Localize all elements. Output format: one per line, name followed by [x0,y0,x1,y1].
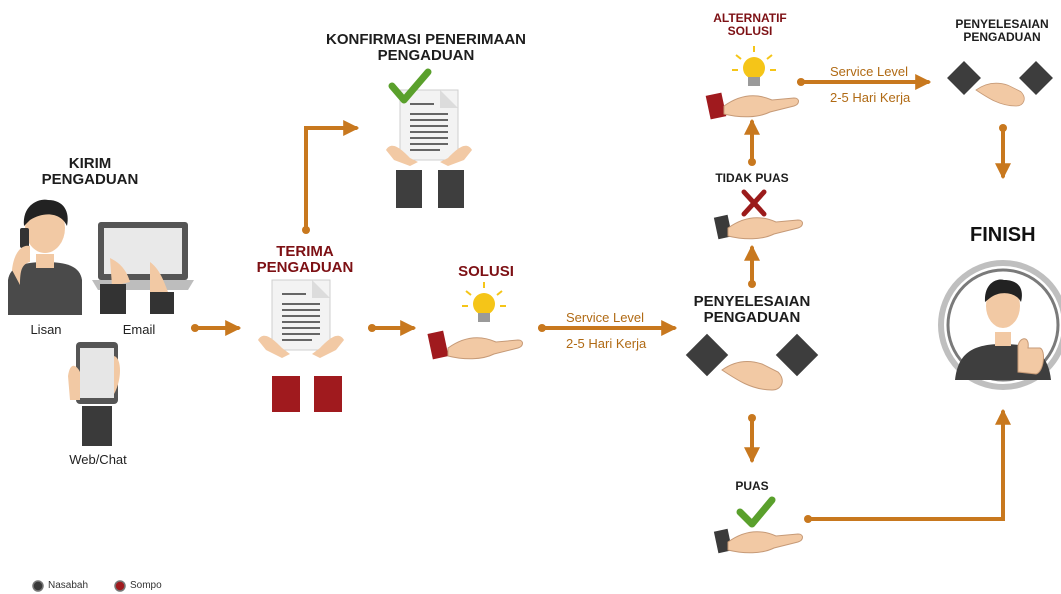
flow-dots [191,78,1007,523]
service-level-label-2: Service Level [830,64,909,79]
channel-lisan: Lisan [30,322,62,337]
label-alternatif-solusi: ALTERNATIF SOLUSI [713,11,787,38]
checkmark-icon [388,68,432,104]
solution-lightbulb-icon [427,281,523,360]
handshake-icon [946,60,1054,107]
label-terima-pengaduan: TERIMA PENGADUAN [256,243,354,276]
checkmark-icon [736,496,776,528]
laptop-icon [92,222,194,314]
confirm-document-icon [386,89,472,208]
label-puas: PUAS [735,479,769,493]
service-level-label-1: Service Level [566,310,645,325]
channel-webchat: Web/Chat [69,452,127,467]
label-solusi: SOLUSI [458,263,514,280]
label-kirim-pengaduan: KIRIM PENGADUAN [41,155,139,188]
thumbs-up-person-icon [938,260,1061,390]
legend-label-sompo: Sompo [130,580,162,591]
service-level-duration-2: 2-5 Hari Kerja [830,90,911,105]
channel-email: Email [122,322,156,337]
not-satisfied-icon [713,214,803,240]
legend-label-nasabah: Nasabah [48,580,89,591]
handshake-icon [685,333,819,391]
legend-dot-nasabah [32,580,44,592]
tablet-icon [68,342,120,446]
legend-item-nasabah: Nasabah [48,580,88,591]
label-penyelesaian-mid: PENYELESAIAN PENGADUAN [693,293,811,326]
satisfied-icon [713,528,803,554]
label-tidak-puas: TIDAK PUAS [715,171,789,185]
service-level-duration-1: 2-5 Hari Kerja [566,336,647,351]
legend-item-sompo: Sompo [130,580,162,591]
legend-dot-sompo [114,580,126,592]
label-penyelesaian-top: PENYELESAIAN PENGADUAN [955,17,1049,44]
label-konfirmasi-penerimaan: KONFIRMASI PENERIMAAN PENGADUAN [325,31,526,64]
received-document-icon [258,279,344,412]
label-finish: FINISH [970,224,1036,246]
cross-icon [741,189,767,217]
flow-arrows [191,74,1011,521]
person-phone-icon [8,199,82,315]
alternative-solution-icon [705,45,799,120]
